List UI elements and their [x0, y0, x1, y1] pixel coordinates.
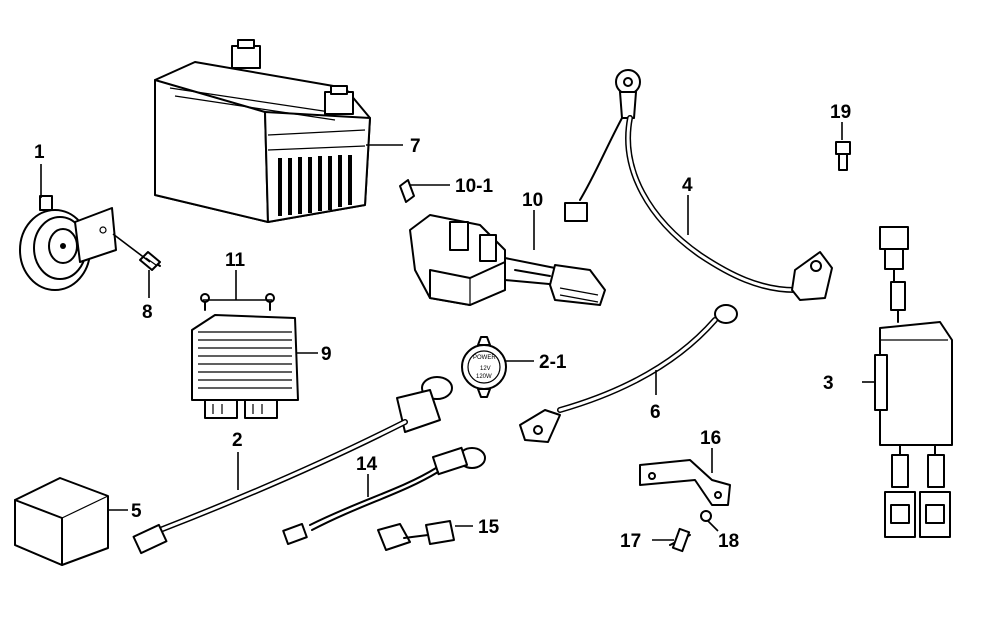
callout-10-1: 10-1: [455, 176, 493, 197]
callout-9: 9: [321, 344, 332, 365]
callout-11: 11: [225, 250, 246, 271]
callout-5: 5: [131, 501, 142, 522]
callout-19: 19: [830, 102, 851, 123]
power-socket-cable: [132, 376, 453, 555]
callout-15: 15: [478, 517, 500, 538]
callout-2-1: 2-1: [539, 352, 567, 373]
battery-cable-harness: [564, 69, 833, 301]
callout-8: 8: [142, 302, 153, 323]
callouts: 1 7 10-1 10 4 19 8 11 9 2-1 3 6 2 5 14 1…: [34, 102, 851, 552]
starter-relay: [409, 214, 606, 306]
battery: [154, 39, 371, 223]
socket-label-watts: 120W: [476, 374, 492, 380]
callout-10: 10: [522, 190, 543, 211]
callout-6: 6: [650, 402, 661, 423]
cushion-block: [14, 477, 109, 566]
regulator-rectifier: [191, 314, 299, 419]
screws: [200, 293, 275, 311]
horn: [19, 195, 117, 291]
accessory-cable: [282, 446, 486, 545]
sub-harness: [874, 226, 953, 538]
callout-16: 16: [700, 428, 721, 449]
connector-pair: [377, 520, 455, 551]
callout-17: 17: [620, 531, 641, 552]
callout-2: 2: [232, 430, 243, 451]
socket-label-volts: 12V: [480, 366, 491, 372]
callout-1: 1: [34, 142, 45, 163]
callout-14: 14: [356, 454, 378, 475]
power-socket-cap: POWER 12V 120W: [461, 336, 507, 398]
callout-7: 7: [410, 136, 421, 157]
mounting-bracket: [639, 459, 731, 506]
leader-lines: [40, 122, 876, 541]
switch-sensor: [669, 527, 691, 553]
small-connector: [835, 141, 851, 171]
callout-18: 18: [718, 531, 739, 552]
nut: [700, 510, 712, 522]
ground-cable: [519, 304, 738, 443]
callout-4: 4: [682, 175, 693, 196]
fuse: [399, 179, 415, 203]
socket-label-power: POWER: [473, 355, 496, 361]
callout-3: 3: [823, 373, 834, 394]
